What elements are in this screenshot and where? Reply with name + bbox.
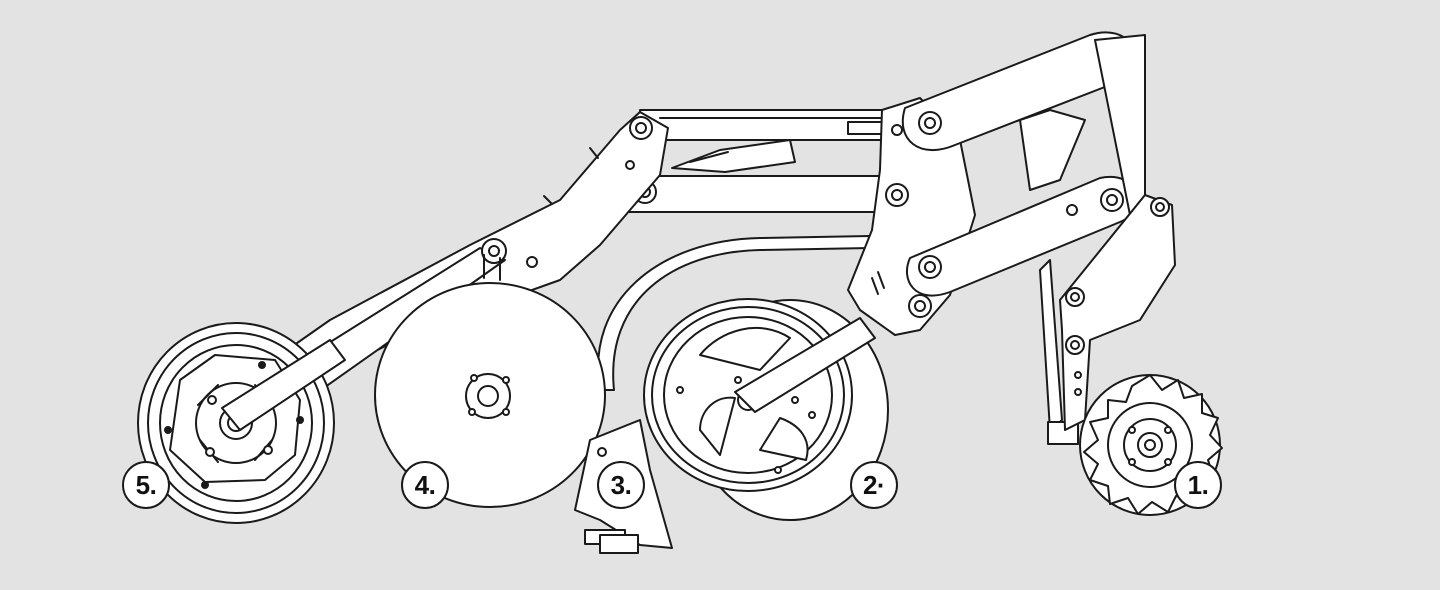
callout-label-2: 2· [850, 461, 898, 509]
callout-label-1: 1. [1174, 461, 1222, 509]
press-wheel [137, 322, 346, 524]
hydraulic-cylinder [671, 139, 796, 173]
callout-label-3: 3. [597, 461, 645, 509]
row-cleaner-bracket [1059, 194, 1176, 431]
top-link-bar [639, 109, 906, 141]
gauge-wheel-arm [734, 317, 876, 413]
callout-label-5: 5. [122, 461, 170, 509]
callout-label-4: 4. [401, 461, 449, 509]
lower-link-bar [627, 175, 901, 213]
closing-disc [374, 282, 606, 508]
